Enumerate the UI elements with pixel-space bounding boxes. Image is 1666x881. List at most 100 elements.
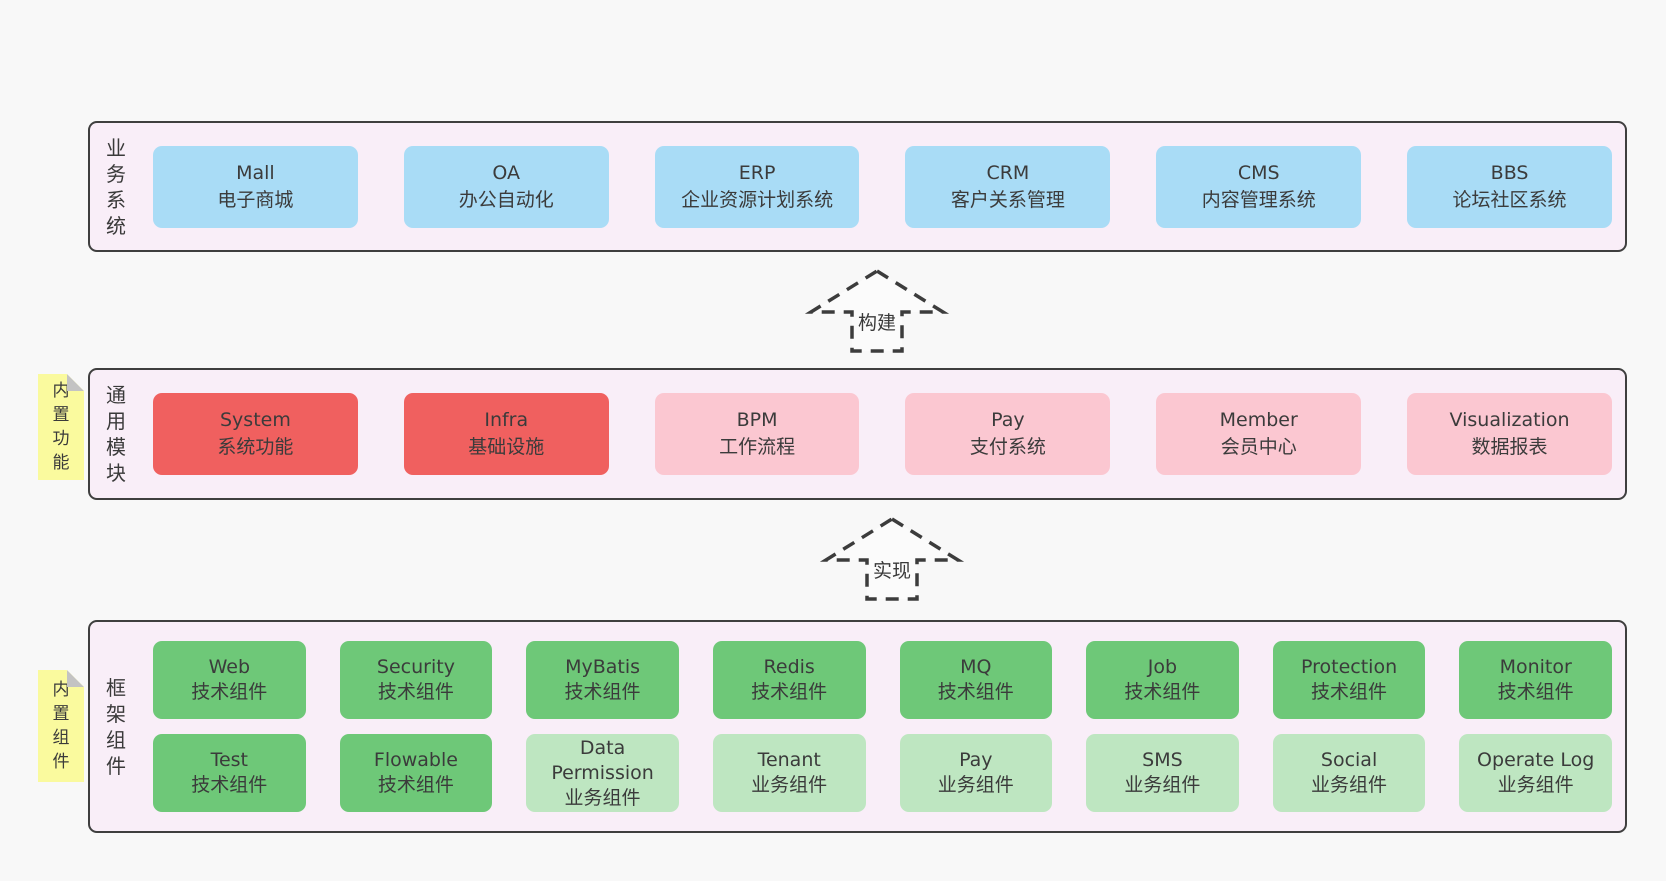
box-desc: 支付系统 (969, 436, 1046, 458)
box-name: System (219, 409, 291, 431)
box-desc: 技术组件 (564, 681, 641, 703)
box-desc: 技术组件 (191, 774, 268, 796)
box-member: Member 会员中心 (1156, 393, 1362, 475)
box-desc: 办公自动化 (458, 188, 554, 211)
box-name: Operate Log (1477, 749, 1595, 771)
box-name: Member (1219, 409, 1298, 431)
box-name: CRM (986, 161, 1030, 184)
box-name: Redis (763, 656, 815, 678)
box-test: Test 技术组件 (153, 734, 306, 812)
box-desc: 技术组件 (751, 681, 828, 703)
box-desc: 技术组件 (191, 681, 268, 703)
sticky-tag-built-in-features: 内置功能 (38, 374, 84, 480)
box-desc: 业务组件 (751, 774, 828, 796)
box-name: MyBatis (565, 656, 641, 678)
box-redis: Redis 技术组件 (712, 641, 866, 719)
box-protection: Protection 技术组件 (1272, 641, 1426, 719)
box-desc: 电子商城 (217, 188, 294, 211)
box-erp: ERP 企业资源计划系统 (654, 145, 860, 228)
dashed-up-arrow-implement: 实现 (819, 516, 965, 602)
box-name: Visualization (1449, 409, 1570, 431)
box-desc: 工作流程 (719, 436, 796, 458)
box-social: Social 业务组件 (1272, 734, 1426, 812)
box-name: MQ (960, 656, 992, 678)
box-desc: 技术组件 (1497, 681, 1574, 703)
arrow-label-build: 构建 (854, 312, 900, 334)
tech-component-row: Web 技术组件 Security 技术组件 MyBatis 技术组件 Redi… (153, 641, 1612, 719)
box-name: Test (210, 749, 249, 771)
box-desc: 技术组件 (377, 774, 454, 796)
box-pay-biz: Pay 业务组件 (899, 734, 1053, 812)
box-bpm: BPM 工作流程 (654, 393, 860, 475)
sticky-tag-built-in-components: 内置组件 (38, 670, 84, 782)
layer-framework-components: 框架组件 Web 技术组件 Security 技术组件 MyBatis 技术组件… (88, 620, 1627, 833)
box-name: Pay (959, 749, 993, 771)
box-monitor: Monitor 技术组件 (1459, 641, 1612, 719)
box-mybatis: MyBatis 技术组件 (526, 641, 679, 719)
folded-corner-icon (67, 374, 84, 391)
box-name: Security (376, 656, 455, 678)
box-name: Social (1320, 749, 1378, 771)
box-desc: 客户关系管理 (950, 188, 1065, 211)
box-operate-log: Operate Log 业务组件 (1459, 734, 1612, 812)
box-desc: 业务组件 (564, 786, 641, 809)
box-desc: 技术组件 (1124, 681, 1201, 703)
folded-corner-icon (67, 670, 84, 687)
box-pay: Pay 支付系统 (905, 393, 1111, 475)
box-flowable: Flowable 技术组件 (339, 734, 493, 812)
up-arrow-icon (804, 268, 950, 353)
box-name: Tenant (757, 749, 821, 771)
box-desc: 业务组件 (937, 774, 1014, 796)
box-desc: 业务组件 (1497, 774, 1574, 796)
layer-business-systems: 业务系统 Mall 电子商城 OA 办公自动化 ERP 企业资源计划系统 CRM… (88, 121, 1627, 252)
box-desc: 业务组件 (1124, 774, 1201, 796)
box-name: Protection (1301, 656, 1398, 678)
box-name: Job (1147, 656, 1178, 678)
box-name: CMS (1237, 161, 1280, 184)
box-desc: 系统功能 (217, 436, 294, 458)
box-name: SMS (1142, 749, 1183, 771)
layer-common-modules: 通用模块 System 系统功能 Infra 基础设施 BPM 工作流程 Pay… (88, 368, 1627, 500)
box-desc: 技术组件 (1311, 681, 1388, 703)
box-desc: 数据报表 (1471, 436, 1548, 458)
box-name: Monitor (1499, 656, 1572, 678)
box-desc: 技术组件 (937, 681, 1014, 703)
box-sms: SMS 业务组件 (1086, 734, 1239, 812)
business-box-row: Mall 电子商城 OA 办公自动化 ERP 企业资源计划系统 CRM 客户关系… (153, 145, 1612, 228)
box-name: ERP (738, 161, 776, 184)
arrow-label-implement: 实现 (869, 560, 915, 582)
box-bbs: BBS 论坛社区系统 (1407, 145, 1612, 228)
box-name: Data Permission (551, 736, 654, 784)
box-tenant: Tenant 业务组件 (712, 734, 866, 812)
box-data-permission: Data Permission 业务组件 (526, 734, 679, 812)
layer-label-common-modules: 通用模块 (106, 383, 126, 485)
box-visualization: Visualization 数据报表 (1407, 393, 1612, 475)
sticky-tag-text: 内置功能 (52, 381, 70, 473)
box-name: Mall (236, 161, 275, 184)
box-desc: 会员中心 (1220, 436, 1297, 458)
box-security: Security 技术组件 (339, 641, 493, 719)
component-box-rows: Web 技术组件 Security 技术组件 MyBatis 技术组件 Redi… (153, 641, 1612, 812)
up-arrow-icon (819, 516, 965, 601)
box-cms: CMS 内容管理系统 (1156, 145, 1362, 228)
box-name: Flowable (373, 749, 458, 771)
box-system: System 系统功能 (153, 393, 358, 475)
box-name: Infra (484, 409, 529, 431)
box-job: Job 技术组件 (1086, 641, 1239, 719)
box-desc: 论坛社区系统 (1452, 188, 1567, 211)
box-desc: 基础设施 (468, 436, 545, 458)
box-web: Web 技术组件 (153, 641, 306, 719)
dashed-up-arrow-build: 构建 (804, 268, 950, 354)
box-oa: OA 办公自动化 (403, 145, 609, 228)
layer-label-business-systems: 业务系统 (106, 135, 126, 238)
box-desc: 技术组件 (377, 681, 454, 703)
up-arrow-outline (804, 268, 950, 353)
box-mq: MQ 技术组件 (899, 641, 1053, 719)
box-name: Pay (991, 409, 1025, 431)
box-mall: Mall 电子商城 (153, 145, 358, 228)
up-arrow-outline (819, 516, 965, 601)
box-crm: CRM 客户关系管理 (905, 145, 1111, 228)
box-desc: 业务组件 (1311, 774, 1388, 796)
module-box-row: System 系统功能 Infra 基础设施 BPM 工作流程 Pay 支付系统… (153, 393, 1612, 475)
box-name: OA (492, 161, 521, 184)
